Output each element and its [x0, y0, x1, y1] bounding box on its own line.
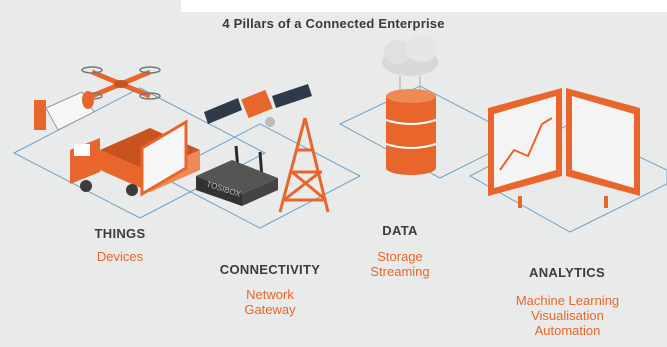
tower-icon	[278, 117, 330, 213]
analytics-items: Machine Learning Visualisation Automatio…	[490, 293, 645, 338]
things-heading: THINGS	[94, 226, 146, 241]
drone-icon	[81, 66, 161, 100]
things-item: Devices	[96, 249, 144, 264]
connectivity-item: Network	[246, 287, 294, 302]
cloud-icon	[382, 34, 438, 92]
connectivity-items: Network Gateway	[200, 287, 340, 317]
things-items: Devices	[70, 249, 170, 264]
analytics-heading: ANALYTICS	[529, 265, 605, 280]
router-icon: TOSIBOX	[196, 145, 278, 206]
title-tab	[181, 0, 667, 12]
database-icon	[385, 89, 437, 175]
analytics-item: Visualisation	[531, 308, 604, 323]
connectivity-item: Gateway	[244, 302, 296, 317]
analytics-item: Automation	[534, 323, 601, 338]
analytics-item: Machine Learning	[515, 293, 620, 308]
things-grid-tile	[12, 87, 267, 219]
data-item: Storage	[377, 249, 423, 264]
monitor-icon	[488, 88, 640, 208]
connectivity-heading: CONNECTIVITY	[219, 262, 321, 277]
data-items: Storage Streaming	[360, 249, 440, 279]
satellite-icon	[204, 84, 312, 127]
camera-icon	[34, 91, 95, 131]
page-title: 4 Pillars of a Connected Enterprise	[222, 16, 445, 31]
data-item: Streaming	[370, 264, 430, 279]
connectivity-grid-tile	[158, 123, 362, 229]
data-heading: DATA	[382, 223, 418, 238]
screen-icon	[140, 119, 188, 197]
